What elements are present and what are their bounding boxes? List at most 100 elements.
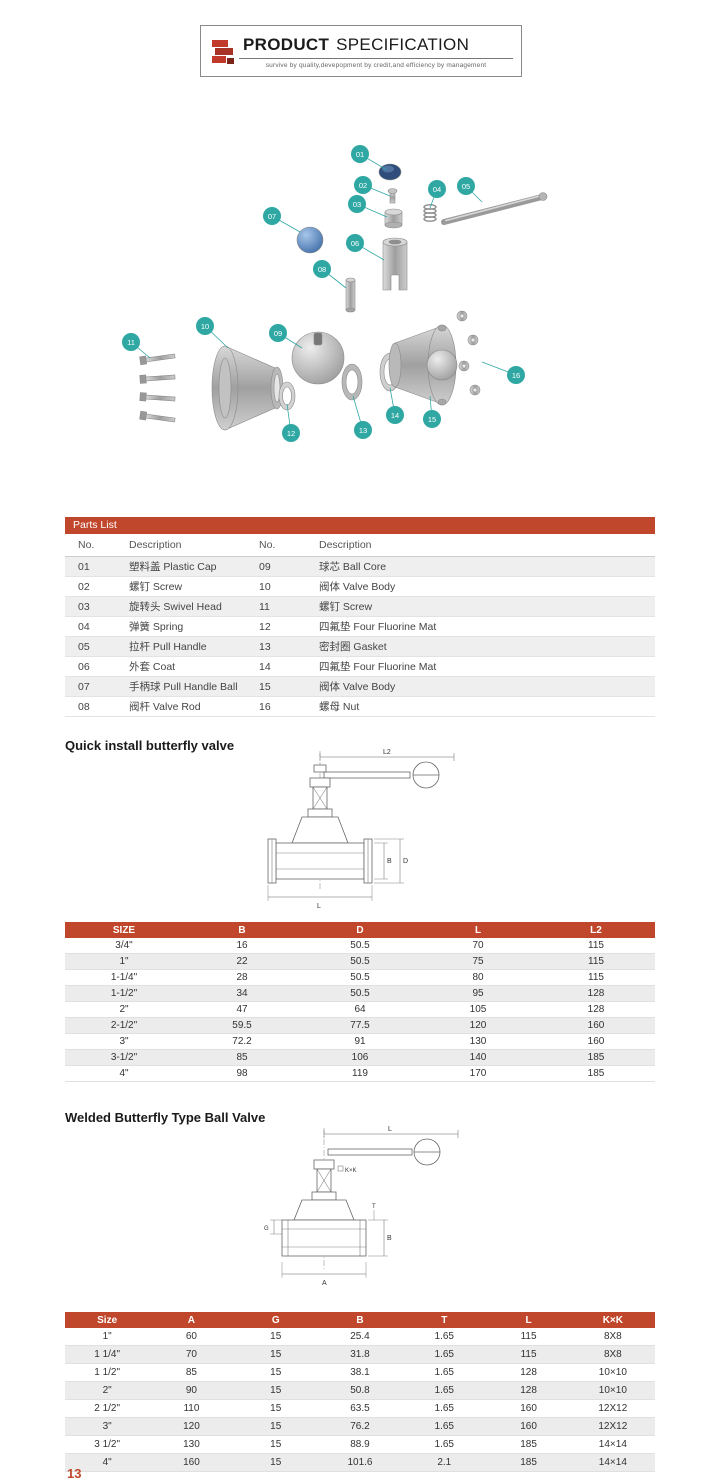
table-cell: 185	[537, 1065, 655, 1082]
table-cell: 170	[419, 1065, 537, 1082]
table-cell: 128	[486, 1381, 571, 1400]
table-cell: 28	[183, 969, 301, 986]
col-desc-1: Description	[128, 534, 258, 557]
table-cell: 160	[486, 1417, 571, 1436]
callout-badge	[351, 145, 369, 163]
col-g: G	[233, 1312, 318, 1328]
table-cell: 阀体 Valve Body	[318, 576, 655, 597]
table-cell: 1.65	[402, 1399, 487, 1418]
table-cell: 09	[258, 556, 318, 577]
part-valve-body-right	[388, 324, 458, 406]
col-l: L	[419, 922, 537, 938]
callout-number: 15	[428, 415, 436, 424]
table-cell: 90	[149, 1381, 234, 1400]
parts-header-row: No. Description No. Description	[65, 534, 655, 557]
table-cell: 1-1/2"	[65, 985, 183, 1002]
table-cell: 弹簧 Spring	[128, 616, 258, 637]
table-cell: 25.4	[317, 1328, 403, 1346]
table-cell: 70	[419, 938, 537, 954]
callout-badge	[428, 180, 446, 198]
callout-badge	[269, 324, 287, 342]
table-cell: 塑料盖 Plastic Cap	[128, 556, 258, 577]
dim-header-row: Size A G B T L K×K	[65, 1312, 655, 1328]
section2-heading: Welded Butterfly Type Ball Valve	[65, 1110, 266, 1125]
table-cell: 160	[537, 1033, 655, 1050]
part-screw-top	[387, 188, 398, 204]
part-gasket	[341, 363, 363, 401]
table-cell: 91	[301, 1033, 419, 1050]
part-handle-ball	[296, 226, 324, 254]
table-cell: 2"	[65, 1001, 183, 1018]
table-cell: 72.2	[183, 1033, 301, 1050]
table-cell: 115	[537, 938, 655, 954]
table-cell: 02	[65, 576, 128, 597]
part-screws-left	[139, 353, 176, 423]
callout-number: 07	[268, 212, 276, 221]
section1-heading: Quick install butterfly valve	[65, 738, 235, 753]
dim-label-d: D	[403, 858, 408, 865]
col-no-2: No.	[258, 534, 318, 557]
table-cell: 59.5	[183, 1017, 301, 1034]
table-cell: 球芯 Ball Core	[318, 556, 655, 577]
table-cell: 105	[419, 1001, 537, 1018]
callout-badge	[122, 333, 140, 351]
dim-header-row: SIZE B D L L2	[65, 922, 655, 938]
table-cell: 05	[65, 636, 128, 657]
table-cell: 13	[258, 636, 318, 657]
table-cell: 阀杆 Valve Rod	[128, 696, 258, 717]
table-cell: 15	[233, 1453, 318, 1472]
dim-label-g: G	[264, 1226, 269, 1232]
table-cell: 120	[419, 1017, 537, 1034]
callout-badge	[196, 317, 214, 335]
part-plastic-cap	[378, 163, 402, 181]
dim-label-a: A	[322, 1280, 327, 1287]
dim-label-l: L	[388, 1126, 392, 1133]
table-cell: 1.65	[402, 1417, 487, 1436]
table-cell: 15	[233, 1417, 318, 1436]
table-cell: 110	[149, 1399, 234, 1418]
table-cell: 160	[537, 1017, 655, 1034]
table-cell: 160	[486, 1399, 571, 1418]
col-d: D	[301, 922, 419, 938]
table-cell: 140	[419, 1049, 537, 1066]
table-cell: 75	[419, 953, 537, 970]
table-cell: 115	[537, 953, 655, 970]
callout-number: 08	[318, 265, 326, 274]
table-cell: 14×14	[570, 1453, 655, 1472]
table-cell: 12X12	[570, 1399, 655, 1418]
table-cell: 手柄球 Pull Handle Ball	[128, 676, 258, 697]
part-valve-rod	[345, 277, 356, 313]
table-cell: 185	[486, 1453, 571, 1472]
callout-number: 09	[274, 329, 282, 338]
table-cell: 2"	[65, 1381, 150, 1400]
callout-number: 03	[353, 200, 361, 209]
col-desc-2: Description	[318, 534, 655, 557]
callout-badge	[263, 207, 281, 225]
callout-number: 11	[127, 338, 135, 347]
callout-badge	[507, 366, 525, 384]
table-cell: 14	[258, 656, 318, 677]
brand-title-primary: PRODUCT	[243, 35, 330, 54]
table-cell: 85	[149, 1363, 234, 1382]
table-cell: 34	[183, 985, 301, 1002]
col-kxk: K×K	[570, 1312, 655, 1328]
callout-number: 04	[433, 185, 441, 194]
table-cell: 2.1	[402, 1453, 487, 1472]
col-t: T	[402, 1312, 487, 1328]
callout-badge	[354, 421, 372, 439]
callout-badge	[282, 424, 300, 442]
part-fluorine-mat-1	[278, 381, 296, 411]
col-size: Size	[65, 1312, 150, 1328]
